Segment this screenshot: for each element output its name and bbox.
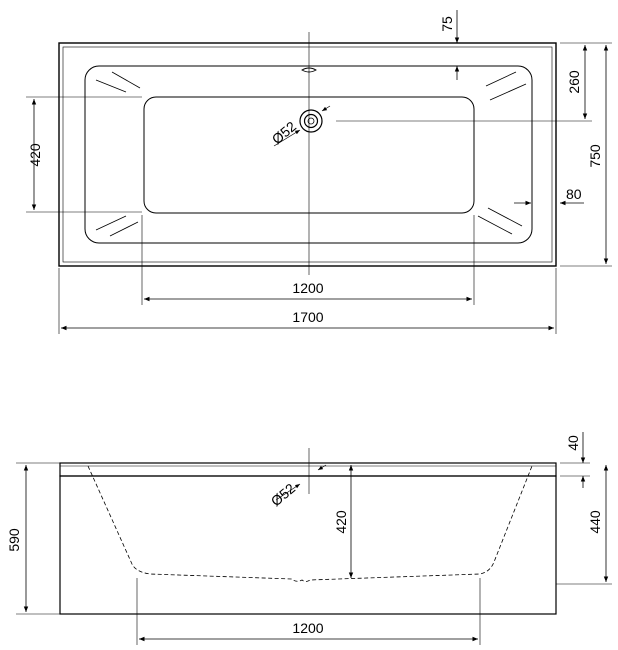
tub-side-panel — [59, 475, 557, 615]
tub-rim-inner-edge — [62, 46, 553, 263]
dim-label-420-depth: 420 — [333, 510, 349, 534]
top-view: 420 75 260 750 80 Ø52 1200 1700 — [26, 10, 612, 334]
side-view: 590 40 440 420 Ø52 1200 — [6, 432, 612, 645]
dim-label-80: 80 — [566, 186, 582, 202]
dim-label-40: 40 — [565, 435, 581, 451]
dim-label-750: 750 — [587, 144, 603, 168]
dim-label-590: 590 — [6, 528, 22, 552]
tub-outer-rim — [58, 42, 557, 267]
dim-label-75: 75 — [439, 16, 455, 32]
drain-diameter-label-side: Ø52 — [268, 480, 299, 509]
dim-label-420-top: 420 — [27, 143, 43, 167]
dim-label-1700: 1700 — [292, 309, 323, 325]
hidden-basin-outline — [87, 465, 533, 582]
tub-side-rim — [59, 462, 557, 477]
drain — [299, 109, 323, 133]
overflow-slot — [301, 67, 317, 73]
dim-label-1200-side: 1200 — [292, 620, 323, 636]
dim-label-440: 440 — [587, 510, 603, 534]
dim-label-1200-top: 1200 — [292, 280, 323, 296]
tub-inner-shell — [84, 65, 533, 244]
drain-diameter-label-top: Ø52 — [269, 118, 300, 147]
dim-label-260: 260 — [566, 70, 582, 94]
corner-shading — [95, 71, 527, 237]
